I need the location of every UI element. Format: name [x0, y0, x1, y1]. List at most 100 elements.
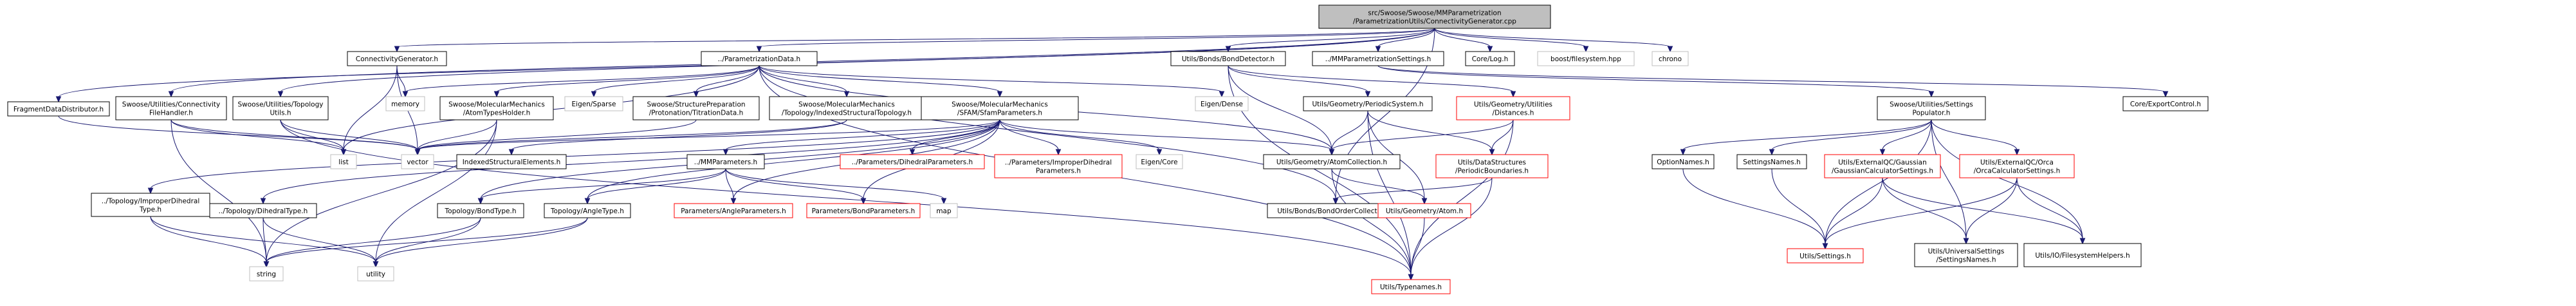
node-label-line: Utils/Typenames.h [1380, 283, 1442, 291]
node-dihedpar[interactable]: ../Parameters/DihedralParameters.h [840, 154, 985, 169]
node-label-line: Topology/AngleType.h [550, 207, 624, 215]
node-box [1435, 154, 1549, 178]
edge-gaussian-to-universal [1882, 177, 1969, 245]
node-bondorder[interactable]: Utils/Bonds/BondOrderCollection.h [1267, 203, 1404, 218]
node-label-line: Core/Log.h [1472, 55, 1509, 63]
node-sfam[interactable]: Swoose/MolecularMechanics/SFAM/SfamParam… [921, 96, 1079, 120]
node-label-line: ../MMParametrizationSettings.h [1325, 55, 1431, 63]
node-label-line: Utils/Bonds/BondDetector.h [1182, 55, 1274, 63]
node-angletype[interactable]: Topology/AngleType.h [544, 203, 631, 218]
node-conngen[interactable]: ConnectivityGenerator.h [347, 51, 447, 66]
node-box [1651, 51, 1689, 66]
node-fragment[interactable]: FragmentDataDistributor.h [7, 101, 110, 117]
node-atomcoll[interactable]: Utils/Geometry/AtomCollection.h [1263, 154, 1401, 169]
node-label-line: Populator.h [1913, 110, 1951, 117]
node-distances[interactable]: Utils/Geometry/Utilities/Distances.h [1456, 96, 1570, 120]
node-optionnames[interactable]: OptionNames.h [1651, 154, 1715, 169]
node-indexedtop[interactable]: Swoose/MolecularMechanics/Topology/Index… [769, 96, 925, 120]
node-chrono: chrono [1651, 51, 1689, 66]
node-settingsnames[interactable]: SettingsNames.h [1736, 154, 1807, 169]
node-anglepar[interactable]: Parameters/AngleParameters.h [674, 203, 793, 218]
edge-atomcoll-to-utilsatom [1331, 168, 1428, 205]
edge-utilsatom-to-typenames [1408, 217, 1425, 281]
edge-sfam-to-eigcore [999, 119, 1163, 156]
node-label-line: Utils/IO/FilesystemHelpers.h [2035, 252, 2130, 260]
edge-sfam-to-vector [414, 119, 1000, 156]
node-universal[interactable]: Utils/UniversalSettings/SettingsNames.h [1914, 243, 2018, 267]
node-dihedtype[interactable]: ../Topology/DihedralType.h [209, 203, 317, 218]
edge-paramdata-to-atomtypes [493, 65, 760, 98]
node-improperpar[interactable]: ../Parameters/ImproperDihedralParameters… [994, 154, 1123, 178]
node-label-line: chrono [1659, 55, 1682, 63]
edge-gaussian-to-utilssettings [1822, 177, 1883, 250]
node-label-line: Utils/Geometry/AtomCollection.h [1276, 158, 1387, 166]
node-label-line: string [257, 271, 276, 278]
node-utilssettings[interactable]: Utils/Settings.h [1787, 248, 1864, 263]
node-bonddet[interactable]: Utils/Bonds/BondDetector.h [1170, 51, 1286, 66]
edge-bondtype-to-string [263, 217, 481, 268]
node-label-line: /SettingsNames.h [1936, 256, 1996, 264]
edge-mmparams-to-bondtype [477, 168, 726, 205]
edge-periodic-to-typenames [1367, 110, 1414, 281]
node-label-line: Utils/Geometry/PeriodicSystem.h [1312, 100, 1423, 108]
edge-swconn-to-list [170, 119, 347, 156]
node-label-line: OptionNames.h [1657, 158, 1709, 166]
node-typenames[interactable]: Utils/Typenames.h [1371, 279, 1451, 294]
node-label-line: SettingsNames.h [1743, 158, 1801, 166]
node-gaussian[interactable]: Utils/ExternalQC/Gaussian/GaussianCalcul… [1824, 154, 1941, 178]
edge-swsetpop-to-optionnames [1680, 119, 1932, 156]
node-swconn[interactable]: Swoose/Utilities/ConnectivityFileHandler… [115, 96, 227, 120]
node-box [701, 51, 818, 66]
node-root[interactable]: src/Swoose/Swoose/MMParametrization/Para… [1318, 5, 1551, 29]
node-box [930, 203, 958, 218]
edge-sfam-to-mmparams [722, 119, 1000, 156]
node-utilsatom[interactable]: Utils/Geometry/Atom.h [1377, 203, 1471, 218]
node-bondtype[interactable]: Topology/BondType.h [437, 203, 524, 218]
node-mmparset[interactable]: ../MMParametrizationSettings.h [1312, 51, 1444, 66]
node-label-line: /AtomTypesHolder.h [463, 110, 531, 117]
node-box [1377, 203, 1471, 218]
node-box [2023, 243, 2142, 267]
node-memory: memory [385, 96, 425, 111]
node-atomtypes[interactable]: Swoose/MolecularMechanics/AtomTypesHolde… [439, 96, 554, 120]
node-label-line: Parameters/AngleParameters.h [681, 207, 786, 215]
edge-orca-to-utilssettings [1822, 177, 2018, 250]
node-coreexport[interactable]: Core/ExportControl.h [2122, 96, 2209, 111]
node-box [1303, 96, 1433, 111]
node-bondpar[interactable]: Parameters/BondParameters.h [806, 203, 921, 218]
edge-sfam-to-dihedtype [260, 119, 1000, 205]
node-indexedelem[interactable]: IndexedStructuralElements.h [456, 154, 567, 169]
node-list: list [330, 154, 357, 169]
node-box [1787, 248, 1864, 263]
node-periodicbnd[interactable]: Utils/DataStructures/PeriodicBoundaries.… [1435, 154, 1549, 178]
node-box [632, 96, 760, 120]
node-corelog[interactable]: Core/Log.h [1465, 51, 1515, 66]
node-label-line: map [936, 207, 952, 215]
node-fshelpers[interactable]: Utils/IO/FilesystemHelpers.h [2023, 243, 2142, 267]
edge-periodicbnd-to-bondorder [1332, 177, 1493, 205]
node-label-line: Utils.h [270, 110, 291, 117]
node-protonation[interactable]: Swoose/StructurePreparation/Protonation/… [632, 96, 760, 120]
node-box [249, 266, 284, 282]
node-box [921, 96, 1079, 120]
node-paramdata[interactable]: ../ParametrizationData.h [701, 51, 818, 66]
node-orca[interactable]: Utils/ExternalQC/Orca/OrcaCalculatorSett… [1959, 154, 2075, 178]
node-periodic[interactable]: Utils/Geometry/PeriodicSystem.h [1303, 96, 1433, 111]
edge-atomtypes-to-vector [414, 119, 497, 156]
node-vector: vector [401, 154, 434, 169]
node-label-line: Utils/Settings.h [1799, 253, 1851, 260]
edge-mmparams-to-map [725, 168, 947, 205]
edge-mmparams-to-bondpar [725, 168, 867, 205]
edge-swsetpop-to-utilssettings [1822, 119, 1932, 250]
edge-bonddet-to-periodic [1228, 65, 1371, 98]
edge-distances-to-atomcoll [1329, 119, 1514, 156]
edge-sfam-to-improptype [147, 119, 1000, 195]
node-label-line: ../Parameters/ImproperDihedral [1005, 159, 1112, 167]
node-mmparams[interactable]: ../MMParameters.h [686, 154, 765, 169]
node-box [1651, 154, 1715, 169]
edge-mmparset-to-swsetpop [1377, 65, 1935, 98]
